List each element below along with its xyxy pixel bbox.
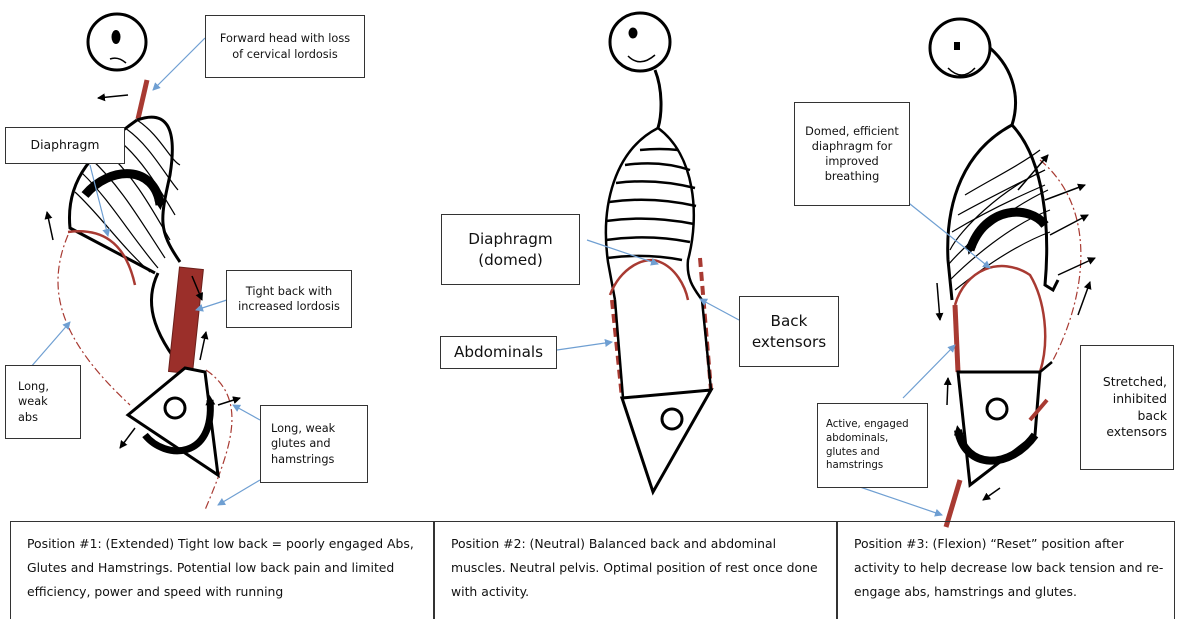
ribcage-2 bbox=[606, 128, 702, 300]
label-diaphragm-domed: Diaphragm (domed) bbox=[441, 214, 580, 285]
label-tight-back: Tight back with increased lordosis bbox=[226, 270, 352, 328]
neck-3 bbox=[990, 48, 1016, 125]
pelvis-1 bbox=[128, 368, 218, 475]
head-1 bbox=[88, 14, 146, 70]
diaphragm-2 bbox=[610, 260, 688, 300]
head-3 bbox=[930, 19, 990, 77]
rotation-arrow-ribcage-3 bbox=[970, 212, 1045, 250]
label-stretched-extensors: Stretched, inhibited back extensors bbox=[1080, 345, 1174, 470]
caption-position-2: Position #2: (Neutral) Balanced back and… bbox=[434, 521, 837, 619]
pelvis-3 bbox=[958, 372, 1047, 485]
label-active-engaged: Active, engaged abdominals, glutes and h… bbox=[817, 403, 928, 488]
label-long-weak-abs: Long, weak abs bbox=[5, 365, 81, 439]
head-2 bbox=[610, 13, 670, 71]
diaphragm-3 bbox=[955, 266, 1045, 372]
label-abdominals: Abdominals bbox=[440, 336, 557, 369]
diaphragm-1 bbox=[68, 231, 135, 285]
pelvis-2 bbox=[622, 390, 711, 492]
tight-back-muscle bbox=[169, 267, 204, 374]
caption-position-3: Position #3: (Flexion) “Reset” position … bbox=[837, 521, 1175, 619]
label-domed-efficient: Domed, efficient diaphragm for improved … bbox=[794, 102, 910, 206]
label-back-extensors: Back extensors bbox=[739, 296, 839, 367]
figure-neutral bbox=[557, 13, 739, 492]
label-long-weak-glutes: Long, weak glutes and hamstrings bbox=[260, 405, 368, 483]
caption-position-1: Position #1: (Extended) Tight low back =… bbox=[10, 521, 434, 619]
label-diaphragm-1: Diaphragm bbox=[5, 127, 125, 164]
active-hamstrings-line bbox=[946, 480, 960, 527]
cervical-muscle-1 bbox=[138, 80, 147, 119]
neck-2 bbox=[655, 70, 661, 128]
label-forward-head: Forward head with loss of cervical lordo… bbox=[205, 15, 365, 78]
active-abs-line bbox=[955, 305, 958, 372]
